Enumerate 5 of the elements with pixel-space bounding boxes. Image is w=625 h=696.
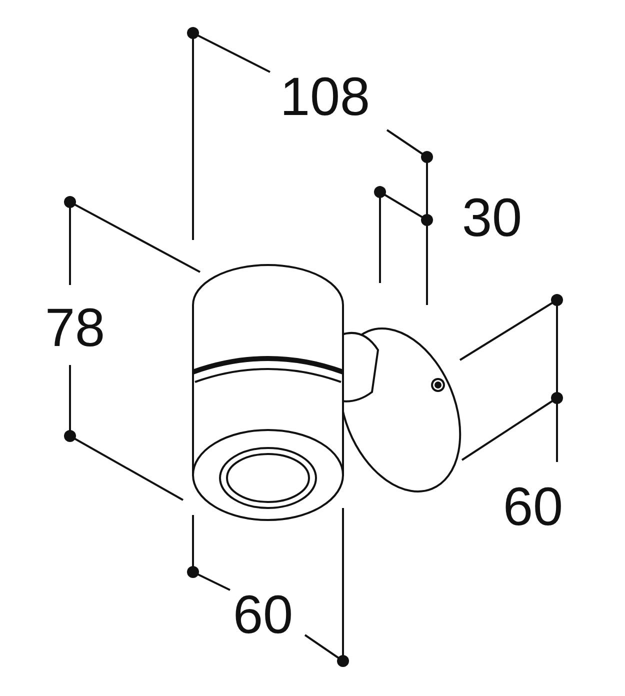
dimension-value: 30 [462,191,522,245]
dimension-value: 108 [280,70,370,124]
dimension-value: 78 [44,301,106,355]
dimension-value: 60 [232,588,294,642]
dimension-value: 60 [502,480,564,534]
